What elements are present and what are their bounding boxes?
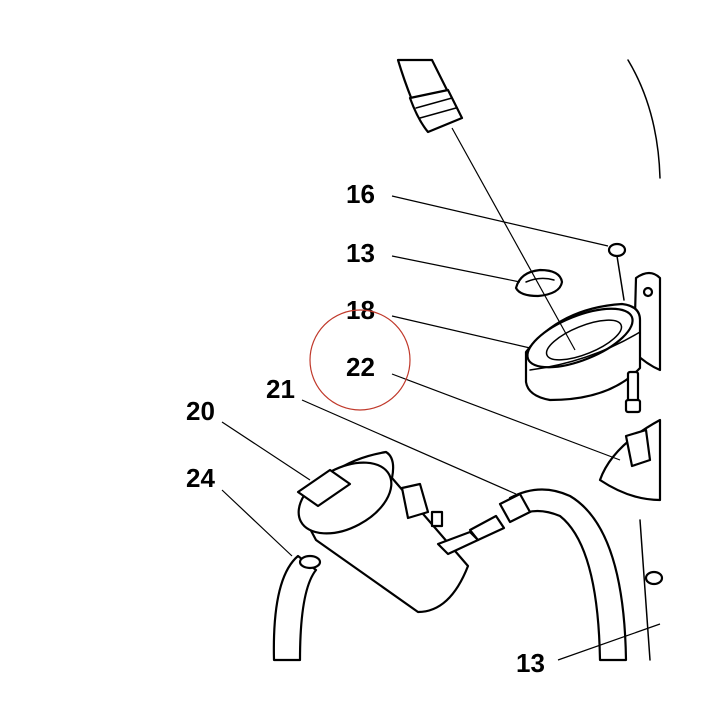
nut-part-16 bbox=[607, 242, 627, 301]
callout-21: 21 bbox=[266, 374, 295, 404]
clamp-part-13 bbox=[514, 268, 564, 298]
ring-part-18 bbox=[524, 302, 642, 402]
leader-16 bbox=[391, 195, 609, 247]
hose-part-24 bbox=[272, 554, 322, 662]
callout-13-lower: 13 bbox=[516, 648, 545, 678]
leader-18 bbox=[391, 315, 531, 349]
lower-right-hose bbox=[639, 519, 664, 661]
leader-hose bbox=[451, 127, 576, 351]
hose-part-21 bbox=[498, 488, 628, 662]
callout-20: 20 bbox=[186, 396, 215, 426]
leader-24 bbox=[221, 489, 293, 557]
canister-part-20 bbox=[296, 450, 506, 614]
leader-20 bbox=[221, 421, 311, 481]
callout-labels: 16 13 18 22 21 20 24 13 bbox=[186, 179, 545, 678]
callout-24: 24 bbox=[186, 463, 215, 493]
callout-13: 13 bbox=[346, 238, 375, 268]
leader-lines bbox=[221, 127, 661, 661]
highlight-circle bbox=[309, 309, 411, 411]
callout-22: 22 bbox=[346, 352, 375, 382]
leader-13b bbox=[557, 623, 661, 661]
housing-edge bbox=[627, 59, 661, 179]
leader-13a bbox=[391, 255, 521, 283]
upper-hose bbox=[396, 58, 464, 134]
callout-16: 16 bbox=[346, 179, 375, 209]
leader-22 bbox=[391, 373, 621, 461]
leader-21 bbox=[301, 399, 517, 495]
bolt bbox=[624, 370, 642, 414]
fitting-part-22 bbox=[598, 418, 662, 502]
